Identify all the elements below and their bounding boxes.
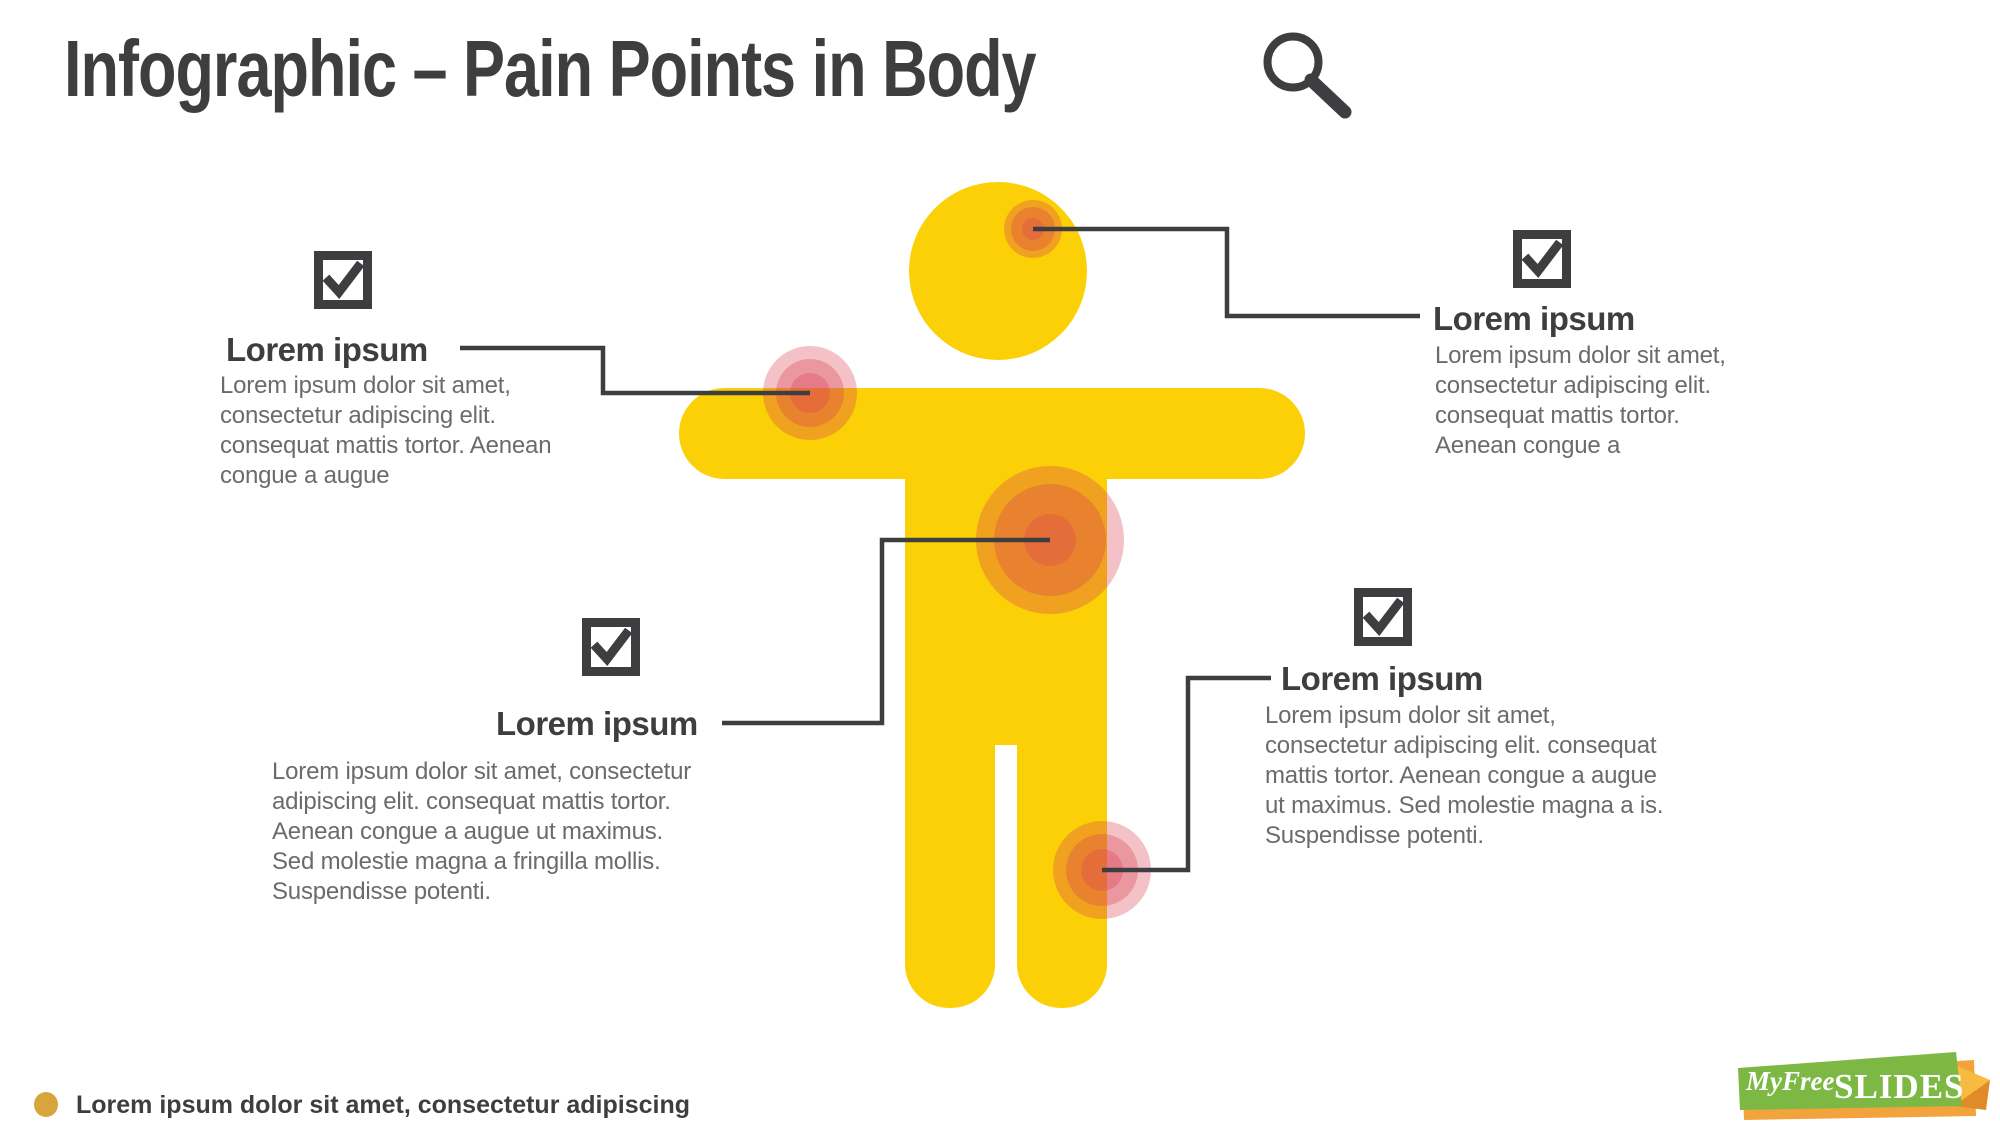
myfreeslides-logo: MyFree SLIDES: [1738, 1052, 1990, 1120]
connector-line-knee: [1102, 675, 1271, 873]
connector-line-head: [1033, 226, 1420, 319]
logo-script-text: MyFree: [1745, 1066, 1834, 1096]
connector-line-shoulder: [460, 345, 810, 396]
footer-bullet-icon: [34, 1092, 58, 1117]
page-title: Infographic – Pain Points in Body: [64, 24, 1037, 114]
checkbox-icon: [314, 251, 372, 309]
callout-knee-heading: Lorem ipsum: [1281, 660, 1483, 697]
person-head: [909, 182, 1087, 360]
callout-torso-heading: Lorem ipsum: [496, 705, 698, 742]
person-left-leg: [905, 600, 995, 1008]
callout-torso-body: Lorem ipsum dolor sit amet, consectetur …: [272, 758, 692, 905]
connector-line-torso: [722, 537, 1050, 726]
checkbox-icon: [1513, 230, 1571, 288]
callout-shoulder-heading: Lorem ipsum: [226, 331, 428, 368]
person-pictogram: [679, 182, 1305, 1008]
callout-head-body: Lorem ipsum dolor sit amet, consectetur …: [1435, 342, 1726, 459]
logo-caps-text: SLIDES: [1834, 1067, 1965, 1106]
callout-head-heading: Lorem ipsum: [1433, 300, 1635, 337]
callout-shoulder-body: Lorem ipsum dolor sit amet, consectetur …: [220, 372, 552, 489]
checkbox-icon: [1354, 588, 1412, 646]
person-right-leg: [1017, 600, 1107, 1008]
logo-fold-bottom: [1954, 1080, 1990, 1110]
logo-banner: [1738, 1052, 1962, 1110]
callout-knee-body: Lorem ipsum dolor sit amet, consectetur …: [1265, 702, 1664, 849]
checkbox-icon: [582, 618, 640, 676]
search-icon: [1263, 32, 1352, 119]
footer-note: Lorem ipsum dolor sit amet, consectetur …: [76, 1091, 691, 1119]
